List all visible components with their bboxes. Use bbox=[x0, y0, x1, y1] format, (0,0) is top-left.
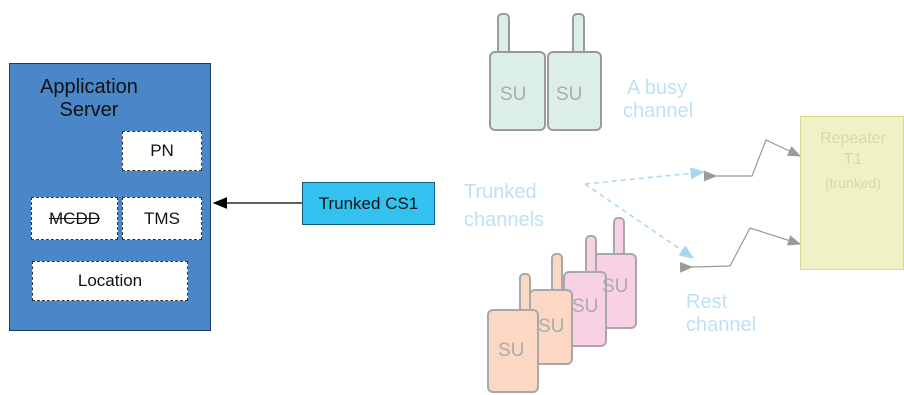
trunked-radio-stack bbox=[487, 217, 637, 393]
busy-channel-line-2: channel bbox=[623, 100, 694, 122]
rest-channel-line-2: channel bbox=[686, 314, 757, 336]
busy-channel-label: A busy channel bbox=[623, 77, 693, 123]
title-line-1: Application bbox=[40, 76, 138, 98]
rest-channel-label: Rest channel bbox=[686, 291, 756, 337]
trunked-channels-label: Trunked channels bbox=[464, 181, 544, 232]
location-module: Location bbox=[32, 261, 188, 301]
trunked-cs1-box: Trunked CS1 bbox=[302, 182, 435, 225]
repeater-id: T1 bbox=[843, 151, 863, 168]
application-server: Application Server PN MCDD TMS Location bbox=[9, 63, 211, 331]
su-label: SU bbox=[556, 84, 582, 105]
su-label: SU bbox=[538, 316, 564, 337]
su-label: SU bbox=[572, 296, 598, 317]
repeater-mode: (trunked) bbox=[824, 175, 882, 191]
application-server-title: Application Server bbox=[10, 76, 168, 122]
upper-radio-link bbox=[704, 139, 802, 182]
repeater-t1: Repeater T1 (trunked) bbox=[800, 116, 904, 270]
trunked-channels-line-2: channels bbox=[464, 209, 545, 231]
tms-module: TMS bbox=[122, 197, 202, 240]
pn-module: PN bbox=[122, 131, 202, 171]
su-label: SU bbox=[500, 84, 526, 105]
busy-channel-radios bbox=[489, 13, 602, 131]
mcdd-module: MCDD bbox=[31, 197, 118, 240]
repeater-name: Repeater bbox=[820, 130, 886, 147]
trunked-to-lower-link-arrow bbox=[584, 183, 695, 259]
su-label: SU bbox=[498, 340, 524, 361]
trunked-to-upper-link-arrow bbox=[584, 167, 706, 185]
title-line-2: Server bbox=[59, 99, 119, 121]
su-label: SU bbox=[602, 276, 628, 297]
lower-radio-link bbox=[679, 227, 802, 273]
busy-channel-line-1: A busy bbox=[627, 77, 688, 99]
trunked-channels-line-1: Trunked bbox=[464, 181, 537, 203]
rest-channel-line-1: Rest bbox=[686, 291, 728, 313]
